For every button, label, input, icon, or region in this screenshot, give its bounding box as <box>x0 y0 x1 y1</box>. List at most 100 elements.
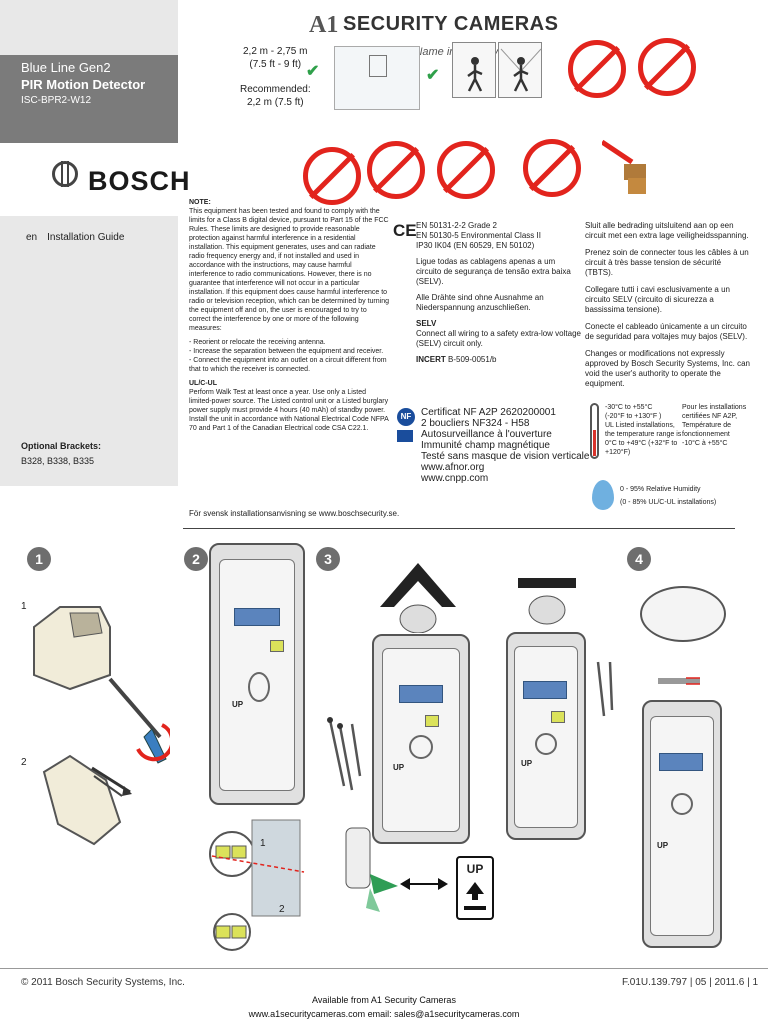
note-heading: NOTE: <box>189 199 211 206</box>
step-2-sub-1: 1 <box>260 838 266 849</box>
step-1-sub-2: 2 <box>21 757 27 768</box>
terminal-block <box>659 753 703 771</box>
step-4-badge: 4 <box>627 547 651 571</box>
product-title-block: Blue Line Gen2 PIR Motion Detector ISC-B… <box>0 55 178 143</box>
tamper-switch <box>551 711 565 723</box>
guide-label: Installation Guide <box>47 232 125 243</box>
selv-italian: Collegare tutti i cavi esclusivamente a … <box>585 285 730 314</box>
detector-base-step2: UP <box>209 543 305 805</box>
selv-portuguese: Ligue todas as cablagens apenas a um cir… <box>416 257 571 286</box>
no-attic-icon <box>638 38 696 96</box>
detector-cover-illustration <box>30 597 175 772</box>
room-mounting-illustration <box>334 46 420 110</box>
terminal-block <box>523 681 567 699</box>
ul-body: Perform Walk Test at least once a year. … <box>189 389 389 432</box>
mounting-hole <box>248 672 270 702</box>
lang-code: en <box>26 232 38 243</box>
up-label: UP <box>232 700 244 709</box>
temperature-range: -30°C to +55°C (-20°F to +130°F ) UL Lis… <box>605 404 682 456</box>
fcc-note-body: This equipment has been tested and found… <box>189 208 390 332</box>
step-1-sub-1: 1 <box>21 601 27 612</box>
detector-base-corner: UP <box>372 634 470 844</box>
up-label: UP <box>521 759 533 768</box>
step-1-badge: 1 <box>27 547 51 571</box>
guide-language: en Installation Guide <box>26 232 124 243</box>
screws-icon <box>322 716 366 801</box>
cable-icon <box>656 674 702 693</box>
screws-icon <box>592 660 618 725</box>
double-arrow-icon <box>398 874 450 899</box>
selv-spanish: Conecte el cableado únicamente a un circ… <box>585 322 748 341</box>
cover-latch-detail <box>640 586 726 642</box>
mount-height-range: 2,2 m - 2,75 m (7.5 ft - 9 ft) <box>243 46 308 70</box>
sidebar-lower-band <box>0 216 178 486</box>
step-2-sub-2: 2 <box>279 904 285 915</box>
sidebar-top-band <box>0 0 178 55</box>
mounting-hole <box>409 735 433 759</box>
no-direct-sun-icon <box>303 147 361 205</box>
no-heat-source-icon <box>367 141 425 199</box>
walker-across-icon <box>498 42 542 98</box>
a2p-logo-icon <box>397 430 413 442</box>
compliance-column: EN 50131-2-2 Grade 2 EN 50130-5 Environm… <box>416 221 581 365</box>
selv-french: Prenez soin de connecter tous les câbles… <box>585 248 749 277</box>
selv-english: Connect all wiring to a safety extra-low… <box>416 329 581 348</box>
no-pets-icon <box>568 40 626 98</box>
detector-base-flat: UP <box>506 632 586 840</box>
measure-1: - Reorient or relocate the receiving ant… <box>189 339 326 346</box>
temperature-nfa2p: Pour les installations certifiées NF A2P… <box>682 404 747 447</box>
multilanguage-column: Sluit alle bedrading uitsluitend aan op … <box>585 221 750 396</box>
brand-logo-area <box>0 143 178 216</box>
step-3-badge: 3 <box>316 547 340 571</box>
cover-removal-illustration <box>34 752 134 853</box>
brand-wordmark: BOSCH <box>88 166 191 196</box>
en-standard-3: IP30 IK04 (EN 60529, EN 50102) <box>416 241 535 250</box>
terminal-block <box>399 685 443 703</box>
obstruction-box-icon <box>600 138 646 194</box>
en-standard-2: EN 50130-5 Environmental Class II <box>416 231 541 240</box>
nf-logo-icon: NF <box>397 408 415 426</box>
available-from: Available from A1 Security Cameras <box>312 995 456 1005</box>
thermometer-icon <box>590 403 599 459</box>
incert-line: INCERT B-509-0051/b <box>416 355 497 364</box>
measure-3: - Connect the equipment into an outlet o… <box>189 357 387 373</box>
product-line: Blue Line Gen2 <box>21 60 111 75</box>
document-reference: F.01U.139.797 | 05 | 2011.6 | 1 <box>622 977 759 988</box>
check-icon: ✔ <box>426 67 440 84</box>
selv-heading: SELV <box>416 319 437 328</box>
brackets-list: B328, B338, B335 <box>21 456 95 466</box>
copyright: © 2011 Bosch Security Systems, Inc. <box>21 977 185 988</box>
brackets-heading: Optional Brackets: <box>21 441 102 451</box>
ul-heading: UL/C-UL <box>189 380 217 387</box>
footer-divider <box>0 968 768 969</box>
model-number: ISC-BPR2-W12 <box>21 95 92 106</box>
modification-warning: Changes or modifications not expressly a… <box>585 349 750 388</box>
terminal-block <box>234 608 280 626</box>
no-radiator-icon <box>437 141 495 199</box>
section-divider <box>183 528 735 529</box>
walker-corridor-icon <box>452 42 496 98</box>
distributor-notice: Available from A1 Security Cameras www.a… <box>0 993 768 1021</box>
tamper-switch <box>425 715 439 727</box>
measure-2: - Increase the separation between the eq… <box>189 348 384 355</box>
side-view-illustration <box>340 824 400 919</box>
en-standard-1: EN 50131-2-2 Grade 2 <box>416 221 497 230</box>
humidity-drop-icon <box>592 480 614 510</box>
up-label: UP <box>393 763 405 772</box>
step-2-badge: 2 <box>184 547 208 571</box>
watermark-name: SECURITY CAMERAS <box>343 13 559 35</box>
corner-mount-illustration <box>378 563 458 638</box>
product-name: PIR Motion Detector <box>21 77 146 92</box>
selv-dutch: Sluit alle bedrading uitsluitend aan op … <box>585 221 749 240</box>
mounting-hole <box>535 733 557 755</box>
swedish-guide-link: För svensk installationsanvisning se www… <box>189 509 400 518</box>
fcc-note-column: NOTE: This equipment has been tested and… <box>189 198 389 438</box>
distributor-contact: www.a1securitycameras.com email: sales@a… <box>248 1009 520 1019</box>
detector-base-step4: UP <box>642 700 722 948</box>
mount-height-recommended: Recommended: 2,2 m (7.5 ft) <box>240 84 311 108</box>
watermark-a1-logo: A1 <box>309 12 339 38</box>
ce-mark: CE <box>393 221 417 240</box>
nf-certification: Certificat NF A2P 2620200001 2 boucliers… <box>421 407 590 484</box>
up-label: UP <box>657 841 669 850</box>
selv-german: Alle Drähte sind ohne Ausnahme an Nieder… <box>416 293 544 312</box>
